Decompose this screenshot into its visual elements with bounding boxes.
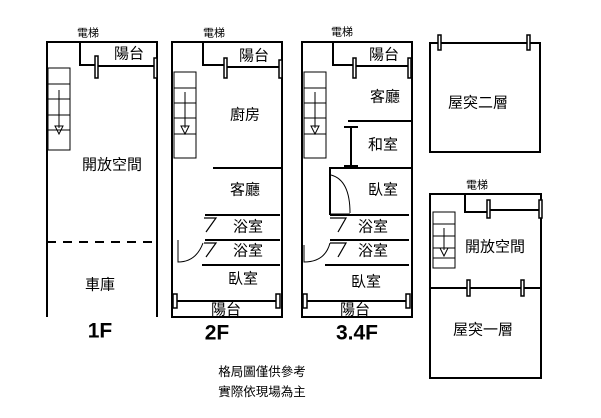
plan-roof-1: [429, 193, 543, 379]
roof-1-label: 屋突一層: [452, 320, 514, 339]
living-room-label-3-4f: 客廳: [369, 87, 401, 106]
roof-2-label: 屋突二層: [447, 93, 509, 112]
elevator-label-1f: 電梯: [77, 26, 99, 40]
kitchen-label-2f: 廚房: [229, 105, 261, 124]
floor-title-3-4f: 3.4F: [335, 321, 379, 345]
open-space-label-1f: 開放空間: [81, 155, 143, 174]
balcony-bottom-label-2f: 陽台: [210, 300, 242, 319]
garage-label-1f: 車庫: [84, 275, 116, 294]
bedroom-label-2f: 臥室: [227, 269, 259, 288]
plan-3-4f: [301, 41, 413, 318]
stairs-1f: [47, 67, 71, 151]
bathroom-1-label-2f: 浴室: [232, 217, 264, 236]
bathroom-2-label-2f: 浴室: [232, 241, 264, 260]
stairs-roof-1: [432, 211, 456, 269]
stairs-2f: [173, 71, 197, 159]
disclaimer-line-1: 格局圖僅供參考: [218, 363, 306, 379]
disclaimer-line-2: 實際依現場為主: [218, 383, 306, 399]
balcony-top-label-3-4f: 陽台: [368, 45, 400, 64]
balcony-top-label-2f: 陽台: [238, 46, 270, 65]
tatami-room-label-3-4f: 和室: [367, 135, 399, 154]
open-space-label-roof-1: 開放空間: [464, 237, 526, 256]
bedroom-2-label-3-4f: 臥室: [350, 272, 382, 291]
floor-title-1f: 1F: [87, 319, 113, 343]
elevator-label-2f: 電梯: [203, 26, 225, 40]
plan-roof-2: [429, 34, 541, 153]
living-room-label-2f: 客廳: [229, 180, 261, 199]
bathroom-1-label-3-4f: 浴室: [357, 217, 389, 236]
bathroom-2-label-3-4f: 浴室: [357, 241, 389, 260]
elevator-label-roof-1: 電梯: [466, 178, 488, 192]
floor-title-2f: 2F: [204, 321, 230, 345]
plan-1f: [46, 41, 158, 317]
balcony-bottom-label-3-4f: 陽台: [339, 300, 371, 319]
stairs-3-4f: [303, 71, 327, 159]
plan-2f: [171, 41, 283, 318]
balcony-label-1f: 陽台: [113, 44, 145, 63]
bedroom-1-label-3-4f: 臥室: [367, 180, 399, 199]
elevator-label-3-4f: 電梯: [331, 25, 353, 39]
